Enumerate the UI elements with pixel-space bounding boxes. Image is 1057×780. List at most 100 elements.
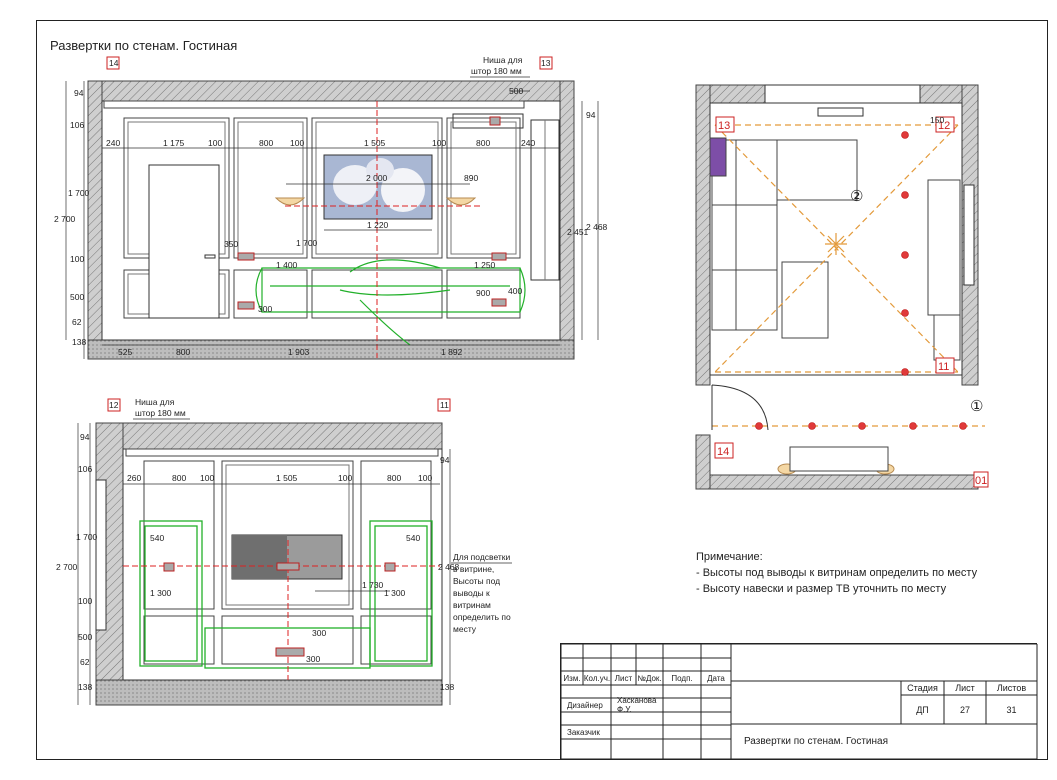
- tb-sheet-label: Лист: [955, 683, 975, 693]
- svg-text:витринам: витринам: [453, 600, 491, 610]
- dim-b-h-2: 100: [200, 473, 214, 483]
- note-line-1: - Высоты под выводы к витринам определит…: [696, 567, 978, 579]
- tb-header-izm: Изм.: [563, 673, 581, 683]
- notes-heading: Примечание:: [696, 551, 763, 563]
- zone-2-label: ②: [850, 188, 863, 205]
- plan-marker-12: 12: [938, 120, 950, 132]
- dim-h-0: 240: [106, 138, 120, 148]
- dim-b-h-1: 800: [172, 473, 186, 483]
- dim-b-int-4: 300: [312, 628, 326, 638]
- tb-customer-label: Заказчик: [567, 727, 600, 737]
- top-elevation: 14 13 Ниша для штор 180 мм 94 106 1 700 …: [54, 55, 608, 360]
- sheet-title: Развертки по стенам. Гостиная: [50, 38, 238, 53]
- plan-marker-01: 01: [975, 475, 987, 487]
- svg-text:Высоты под: Высоты под: [453, 576, 500, 586]
- dim-b-int-1: 540: [406, 533, 420, 543]
- note-line-2: - Высоту навески и размер ТВ уточнить по…: [696, 583, 947, 595]
- notes-block: Примечание: - Высоты под выводы к витрин…: [696, 549, 977, 597]
- tb-header-ndok: №Док.: [637, 673, 662, 683]
- svg-text:выводы к: выводы к: [453, 588, 490, 598]
- dim-b-int-5: 1 300: [384, 588, 406, 598]
- marker-12-text: 12: [109, 400, 119, 410]
- dim-b-right-0: 94: [440, 455, 450, 465]
- dim-b-right-1: 2 468: [438, 562, 460, 572]
- dim-b-int-6: 300: [306, 654, 320, 664]
- showcase-outlines: [139, 520, 433, 669]
- dim-h-1: 1 175: [163, 138, 185, 148]
- zone-1-label: ①: [970, 398, 983, 415]
- svg-text:определить по: определить по: [453, 612, 511, 622]
- niche-note-1: Ниша для: [483, 55, 523, 65]
- dim-bottom-0: 525: [118, 347, 132, 357]
- dim-b-h-4: 100: [338, 473, 352, 483]
- plan-marker-14: 14: [717, 446, 729, 458]
- plan-dim-150: 150: [930, 115, 944, 125]
- niche-note-b2: штор 180 мм: [135, 408, 186, 418]
- dim-b-left-3: 100: [78, 596, 92, 606]
- tb-header-list: Лист: [614, 673, 633, 683]
- dim-overall-left: 2 700: [54, 214, 76, 224]
- tb-drawing-name: Развертки по стенам. Гостиная: [743, 736, 889, 747]
- dim-h-2: 100: [208, 138, 222, 148]
- svg-text:месту: месту: [453, 624, 477, 634]
- dim-int-9: 300: [258, 304, 272, 314]
- dim-int-2: 1 220: [367, 220, 389, 230]
- marker-14-text: 14: [109, 58, 119, 68]
- tb-stage-value: ДП: [916, 704, 929, 715]
- dim-right-0: 94: [586, 110, 596, 120]
- tb-stage-label: Стадия: [907, 683, 938, 693]
- dim-int-6: 900: [476, 288, 490, 298]
- side-note: Для подсветки в витрине, Высоты под выво…: [453, 552, 511, 634]
- dim-b-left-4: 500: [78, 632, 92, 642]
- dim-int-5: 1 400: [276, 260, 298, 270]
- dim-b-h-5: 800: [387, 473, 401, 483]
- tb-sheet-value: 27: [959, 704, 970, 715]
- tb-header-koluch: Кол.уч.: [583, 673, 611, 683]
- dim-b-h-6: 100: [418, 473, 432, 483]
- dim-h-6: 100: [432, 138, 446, 148]
- dim-left-6: 138: [72, 337, 86, 347]
- tb-header-data: Дата: [707, 673, 725, 683]
- svg-text:Для подсветки: Для подсветки: [453, 552, 511, 562]
- dim-b-left-5: 62: [80, 657, 90, 667]
- dim-left-5: 62: [72, 317, 82, 327]
- dim-h-8: 240: [521, 138, 535, 148]
- floor-plan: 13 12 11 14 01 ② ① 150: [695, 84, 989, 490]
- plan-marker-13: 13: [718, 120, 730, 132]
- dim-h-5: 1 505: [364, 138, 386, 148]
- dim-left-4: 500: [70, 292, 84, 302]
- tb-header-podp: Подп.: [671, 673, 693, 683]
- marker-11-text: 11: [440, 400, 449, 410]
- dim-b-int-3: 1 300: [150, 588, 172, 598]
- dim-b-left-2: 1 700: [76, 532, 98, 542]
- dim-left-1: 106: [70, 120, 84, 130]
- dim-niche: 500: [509, 86, 523, 96]
- drawing-frame: [36, 20, 1048, 760]
- chandelier-icon: [825, 233, 847, 255]
- dim-h-3: 800: [259, 138, 273, 148]
- dim-right-2: 2 468: [586, 222, 608, 232]
- dim-int-7: 400: [508, 286, 522, 296]
- marker-13-top: [539, 56, 553, 70]
- tb-designer-label: Дизайнер: [567, 700, 603, 710]
- tb-sheets-value: 31: [1006, 704, 1017, 715]
- niche-note-b1: Ниша для: [135, 397, 175, 407]
- marker-13-text: 13: [541, 58, 551, 68]
- dim-h-7: 800: [476, 138, 490, 148]
- dim-b-left-1: 106: [78, 464, 92, 474]
- dim-left-0: 94: [74, 88, 84, 98]
- niche-note-2: штор 180 мм: [471, 66, 522, 76]
- dim-b-overall-left: 2 700: [56, 562, 78, 572]
- tb-designer-name: Хасканова Ф.У.: [617, 696, 657, 714]
- dim-int-1: 890: [464, 173, 478, 183]
- dim-left-2: 1 700: [68, 188, 90, 198]
- dim-b-left-0: 94: [80, 432, 90, 442]
- tb-sheets-label: Листов: [996, 683, 1027, 693]
- dim-b-int-0: 540: [150, 533, 164, 543]
- plan-marker-11: 11: [938, 361, 949, 373]
- dim-left-3: 100: [70, 254, 84, 264]
- dim-b-h-0: 260: [127, 473, 141, 483]
- dim-int-0: 2 000: [366, 173, 388, 183]
- dim-right-1: 2 451: [567, 227, 589, 237]
